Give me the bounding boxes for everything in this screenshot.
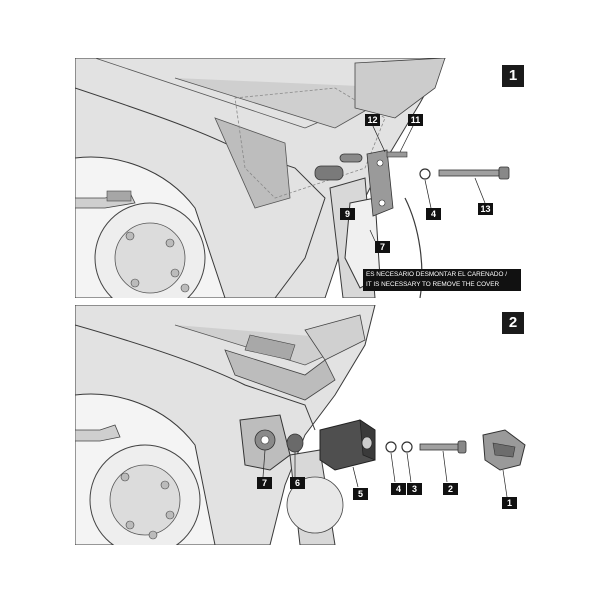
step-number-badge: 1: [502, 65, 524, 87]
step-1-panel: 1 12 11 4 13 9 7: [75, 58, 530, 298]
callout-3: 3: [407, 483, 422, 495]
callout-6: 6: [290, 477, 305, 489]
step-2-illustration: [75, 305, 526, 545]
callout-2: 2: [443, 483, 458, 495]
callout-4: 4: [391, 483, 406, 495]
callout-9: 9: [340, 208, 355, 220]
callout-11: 11: [408, 114, 423, 126]
callout-1: 1: [502, 497, 517, 509]
callout-5: 5: [353, 488, 368, 500]
warning-line-es: ES NECESARIO DESMONTAR EL CARENADO /: [366, 271, 507, 278]
callout-12: 12: [365, 114, 380, 126]
warning-line-en: IT IS NECESSARY TO REMOVE THE COVER: [366, 281, 500, 288]
callout-7: 7: [375, 241, 390, 253]
callout-4: 4: [426, 208, 441, 220]
step-1-illustration: [75, 58, 510, 298]
step-2-panel: 2 7 6 5 4 3 2 1: [75, 305, 530, 545]
warning-note: ES NECESARIO DESMONTAR EL CARENADO / IT …: [363, 269, 521, 291]
callout-7: 7: [257, 477, 272, 489]
callout-13: 13: [478, 203, 493, 215]
step-number-badge: 2: [502, 312, 524, 334]
